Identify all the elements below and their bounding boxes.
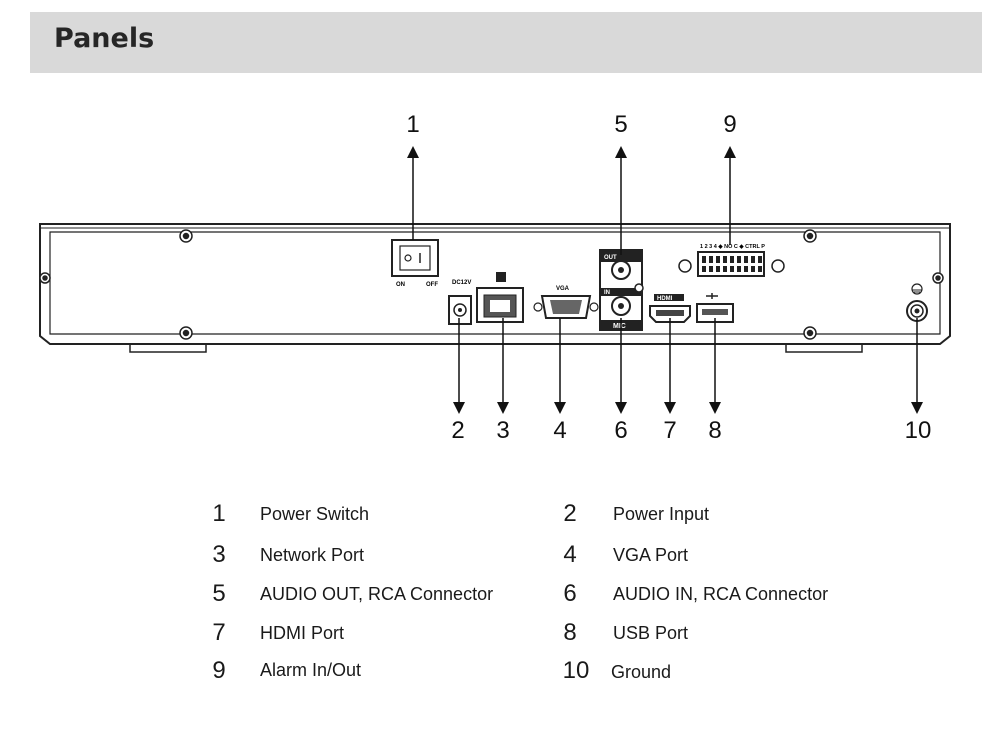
- power-switch: ON OFF: [391, 239, 439, 288]
- screws: [39, 229, 944, 340]
- vga-port: VGA: [533, 286, 599, 319]
- legend-num-3: 3: [212, 541, 226, 568]
- foot-left: [129, 343, 207, 353]
- legend-num-9: 9: [212, 657, 226, 684]
- callout-1: 1: [406, 111, 420, 138]
- callout-4: 4: [553, 417, 567, 444]
- mic-label: MIC: [613, 323, 626, 330]
- legend-num-5: 5: [212, 580, 226, 607]
- legend-num-6: 6: [563, 580, 577, 607]
- callout-6: 6: [614, 417, 628, 444]
- section-header: Panels: [30, 12, 982, 73]
- vga-label: VGA: [556, 286, 570, 292]
- switch-on-label: ON: [396, 282, 405, 288]
- legend-label-3: Network Port: [260, 545, 365, 565]
- callout-7: 7: [663, 417, 677, 444]
- page-title: Panels: [54, 23, 155, 54]
- callout-2: 2: [451, 417, 465, 444]
- dc-label: DC12V: [452, 280, 471, 286]
- legend-label-6: AUDIO IN, RCA Connector: [613, 584, 829, 604]
- chassis: [39, 223, 951, 345]
- legend-label-9: Alarm In/Out: [260, 660, 362, 680]
- alarm-pin-label: 1 2 3 4 ◆ NO C ◆ CTRL P: [700, 243, 765, 250]
- audio-in-label: IN: [604, 290, 610, 296]
- callout-lines: [407, 146, 923, 414]
- rear-panel-diagram: ON OFF DC12V VGA OUT IN MIC: [39, 146, 951, 414]
- legend-label-10: Ground: [611, 662, 672, 682]
- hdmi-label: HDMI: [657, 296, 673, 302]
- legend-label-5: AUDIO OUT, RCA Connector: [260, 584, 494, 604]
- alarm-terminal: 1 2 3 4 ◆ NO C ◆ CTRL P: [678, 243, 785, 277]
- callout-5: 5: [614, 111, 628, 138]
- legend-label-2: Power Input: [613, 504, 710, 524]
- legend-num-1: 1: [212, 500, 226, 527]
- legend-num-4: 4: [563, 541, 577, 568]
- legend-label-7: HDMI Port: [260, 623, 345, 643]
- legend-label-4: VGA Port: [613, 545, 689, 565]
- legend-label-1: Power Switch: [260, 504, 370, 524]
- callout-9: 9: [723, 111, 737, 138]
- legend-num-10: 10: [562, 657, 590, 684]
- legend-label-8: USB Port: [613, 623, 689, 643]
- legend-num-8: 8: [563, 619, 577, 646]
- network-port: [476, 272, 524, 323]
- callout-8: 8: [708, 417, 722, 444]
- callout-10: 10: [904, 417, 932, 444]
- power-input-port: DC12V: [448, 280, 472, 325]
- hdmi-port: HDMI: [649, 294, 691, 323]
- switch-off-label: OFF: [426, 282, 438, 288]
- legend-num-2: 2: [563, 500, 577, 527]
- foot-right: [785, 343, 863, 353]
- legend-num-7: 7: [212, 619, 226, 646]
- callout-3: 3: [496, 417, 510, 444]
- audio-out-label: OUT: [604, 255, 617, 261]
